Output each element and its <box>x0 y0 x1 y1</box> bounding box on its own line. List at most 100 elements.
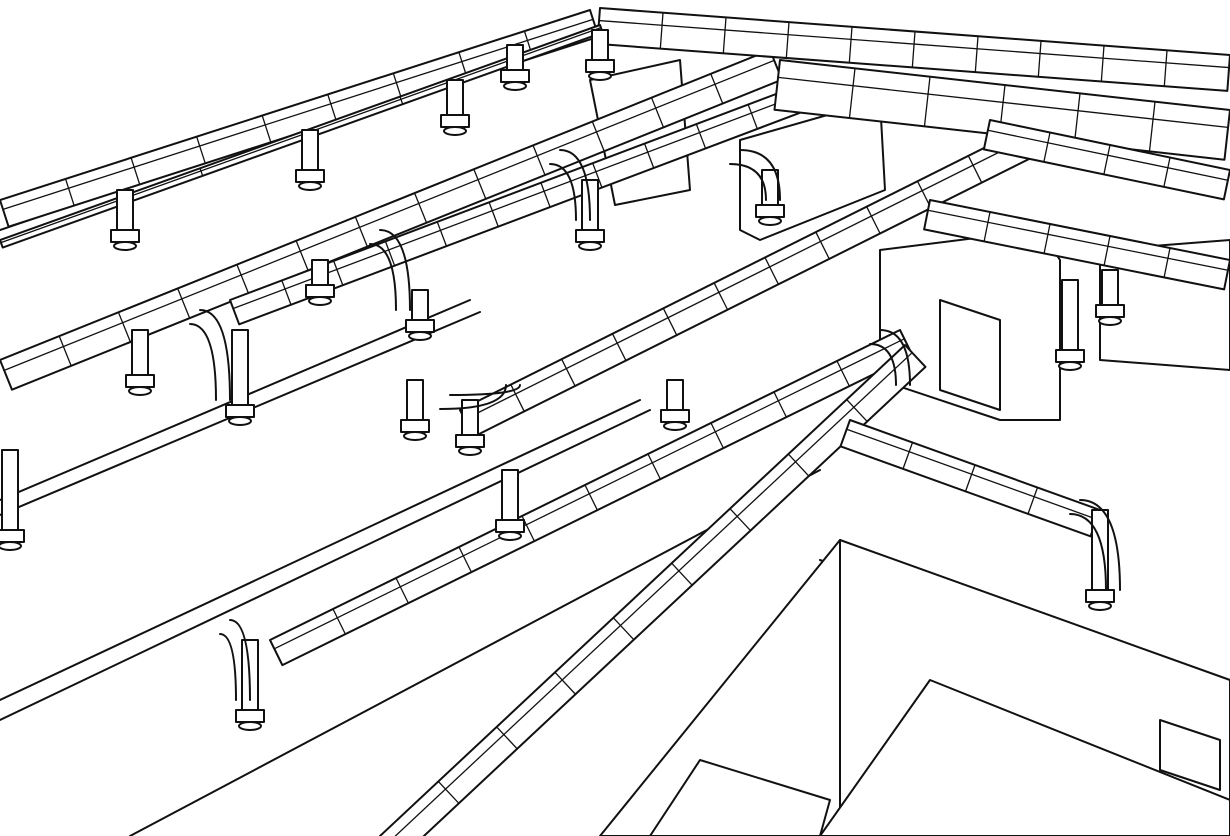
duct-joint <box>773 391 787 418</box>
diffuser-face <box>113 241 137 251</box>
diffuser-face <box>1088 601 1112 611</box>
duct-joint <box>384 241 396 266</box>
duct-joint <box>815 231 830 260</box>
duct-elbow <box>229 619 251 701</box>
diffuser-drop <box>495 469 525 541</box>
duct-body <box>923 199 1230 291</box>
diffuser-drop <box>440 79 470 136</box>
duct-joint <box>1103 235 1111 266</box>
diffuser-box <box>1095 304 1125 318</box>
duct-elbow-inner <box>369 243 397 311</box>
duct-edge <box>3 59 775 371</box>
floor-edge-line <box>0 409 651 721</box>
duct-run <box>773 59 1230 161</box>
diffuser-box <box>455 434 485 448</box>
duct-joint <box>177 288 191 319</box>
duct-joint <box>561 358 576 387</box>
duct-joint <box>261 115 272 143</box>
drop-neck <box>461 399 479 436</box>
diffuser-face <box>578 241 602 251</box>
duct-joint <box>848 68 856 119</box>
duct-joint <box>196 136 206 164</box>
diffuser-drop <box>755 169 785 226</box>
duct-joint <box>1043 132 1051 163</box>
diffuser-drop <box>305 259 335 306</box>
duct-joint <box>650 97 665 128</box>
duct-joint <box>1148 101 1156 152</box>
duct-elbow <box>559 149 591 221</box>
diffuser-face <box>0 541 22 551</box>
diffuser-drop <box>110 189 140 251</box>
duct-joint <box>643 143 655 169</box>
duct-run <box>379 344 927 836</box>
duct-elbow-inner <box>439 384 507 410</box>
duct-elbow-inner <box>869 343 897 386</box>
duct-joint <box>695 123 707 149</box>
duct-joint <box>836 360 850 387</box>
duct-elbow <box>379 229 411 311</box>
duct-joint <box>473 168 487 200</box>
duct-joint <box>458 546 472 573</box>
duct-joint <box>923 76 931 127</box>
duct-joint <box>785 22 790 59</box>
diffuser-face <box>443 126 467 136</box>
duct-joint <box>117 312 132 343</box>
duct-elbow-inner <box>729 163 767 201</box>
diffuser-box <box>305 284 335 298</box>
diffuser-face <box>128 386 152 396</box>
diffuser-box <box>755 204 785 218</box>
duct-run <box>923 199 1230 291</box>
duct-elbow <box>739 149 781 201</box>
diffuser-face <box>408 331 432 341</box>
duct-joint <box>747 104 758 130</box>
duct-edge <box>0 27 602 244</box>
duct-elbow <box>199 309 231 401</box>
diffuser-face <box>1058 361 1082 371</box>
diffuser-box <box>110 229 140 243</box>
drop-neck <box>501 469 519 521</box>
duct-elbow-inner <box>549 163 577 221</box>
diffuser-face <box>1098 316 1122 326</box>
duct-joint <box>488 202 499 227</box>
drop-neck <box>311 259 329 286</box>
diffuser-face <box>403 431 427 441</box>
diffuser-box <box>495 519 525 533</box>
duct-joint <box>964 464 976 492</box>
duct-joint <box>295 240 309 271</box>
inner-room <box>819 679 1230 836</box>
duct-joint <box>722 17 727 54</box>
duct-joint <box>592 162 603 188</box>
duct-edge <box>927 209 1229 271</box>
diffuser-drop <box>225 329 255 426</box>
duct-joint <box>1043 223 1051 254</box>
duct-elbow-inner <box>219 633 237 701</box>
drop-neck <box>231 329 249 406</box>
duct-joint <box>974 36 979 73</box>
diffuser-drop <box>585 29 615 81</box>
diffuser-drop <box>295 129 325 191</box>
duct-joint <box>671 562 693 586</box>
duct-joint <box>659 12 664 49</box>
duct-joint <box>866 206 881 234</box>
duct-joint <box>510 384 525 412</box>
duct-joint <box>911 31 916 68</box>
duct-joint <box>967 155 983 183</box>
diffuser-face <box>588 71 612 81</box>
duct-joint <box>236 264 250 295</box>
diffuser-box <box>225 404 255 418</box>
duct-joint <box>327 94 337 122</box>
duct-runs <box>0 7 1230 836</box>
drop-neck <box>406 379 424 421</box>
duct-joint <box>1163 247 1171 278</box>
duct-joint <box>332 608 346 635</box>
drop-neck <box>301 129 319 171</box>
drop-neck <box>666 379 684 411</box>
drop-neck <box>411 289 429 321</box>
duct-joint <box>662 308 678 336</box>
duct-joint <box>647 453 661 480</box>
duct-joint <box>1027 487 1039 515</box>
diffuser-box <box>235 709 265 723</box>
diffuser-face <box>458 446 482 456</box>
drop-neck <box>1 449 19 531</box>
duct-joint <box>496 726 518 750</box>
